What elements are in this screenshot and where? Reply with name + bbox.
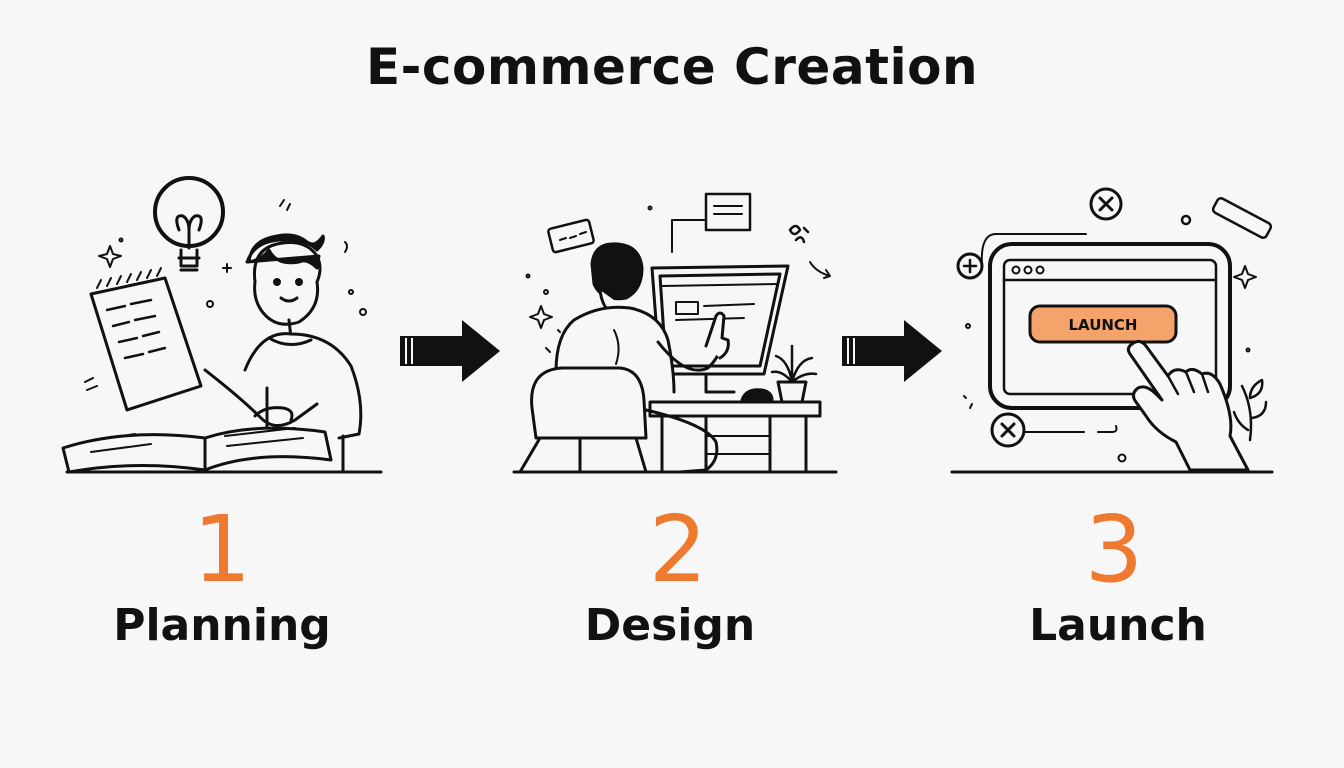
browser-window: LAUNCH xyxy=(988,242,1232,410)
page-title: E-commerce Creation xyxy=(365,38,979,96)
launch-button-label: LAUNCH xyxy=(1068,316,1137,334)
person-figure xyxy=(203,233,363,440)
code-card-icon xyxy=(547,218,595,254)
plant-icon xyxy=(770,344,818,404)
lightbulb-icon xyxy=(153,176,225,272)
design-illustration xyxy=(510,180,850,480)
launch-illustration: LAUNCH xyxy=(950,180,1280,480)
close-icon xyxy=(990,412,1118,448)
plus-icon xyxy=(956,233,1087,280)
step-number: 3 xyxy=(1084,496,1144,603)
planning-illustration xyxy=(55,170,395,480)
chair-icon xyxy=(518,366,719,474)
launch-button[interactable]: LAUNCH xyxy=(1028,304,1178,344)
step-number: 1 xyxy=(192,496,252,603)
desk-icon xyxy=(648,400,822,474)
step-label: Planning xyxy=(113,600,331,651)
step-number: 2 xyxy=(648,496,708,603)
arrow-right-icon xyxy=(400,320,500,386)
close-icon xyxy=(1089,187,1123,221)
notebook-icon xyxy=(89,267,203,412)
open-book-icon xyxy=(61,426,333,474)
hand-pointer-icon xyxy=(1126,339,1250,472)
step-label: Launch xyxy=(1029,600,1207,651)
note-card-icon xyxy=(671,192,752,253)
step-label: Design xyxy=(584,600,756,651)
arrow-right-icon xyxy=(842,320,942,386)
